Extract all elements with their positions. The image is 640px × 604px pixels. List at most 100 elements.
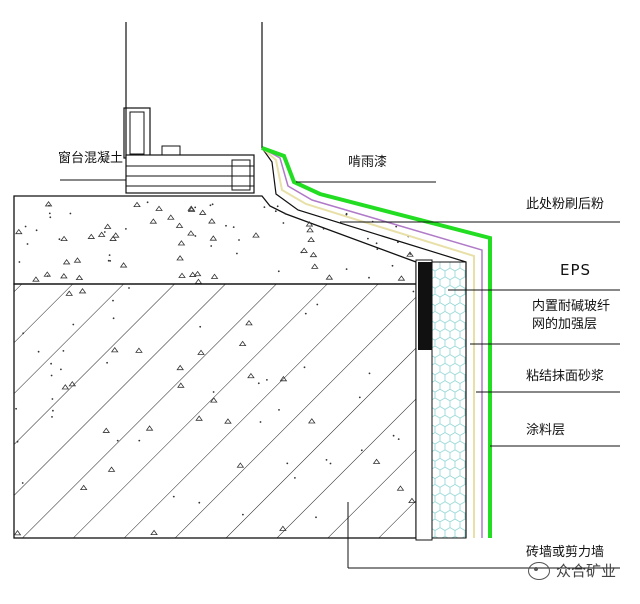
aggregate-mark xyxy=(198,501,201,504)
aggregate-mark xyxy=(412,290,415,293)
aggregate-mark xyxy=(282,222,285,224)
aggregate-mark xyxy=(308,418,316,424)
aggregate-mark xyxy=(102,427,110,433)
aggregate-mark xyxy=(322,227,325,230)
aggregate-mark xyxy=(294,477,296,479)
aggregate-mark xyxy=(60,273,68,279)
aggregate-mark xyxy=(408,497,416,503)
aggregate-mark xyxy=(247,372,255,379)
aggregate-mark xyxy=(372,458,381,464)
aggregate-mark xyxy=(72,323,75,326)
aggregate-mark xyxy=(315,516,317,519)
aggregate-mark xyxy=(279,525,287,531)
aggregate-mark xyxy=(232,226,235,229)
aggregate-mark xyxy=(376,248,379,251)
aggregate-mark xyxy=(396,485,405,491)
aggregate-mark xyxy=(304,312,307,315)
label-wall: 砖墙或剪力墙 xyxy=(526,545,605,560)
aggregate-mark xyxy=(209,235,218,241)
aggregate-mark xyxy=(145,425,154,431)
label-post-plaster: 此处粉刷后粉 xyxy=(526,197,605,212)
aggregate-mark xyxy=(358,396,361,399)
aggregate-mark xyxy=(392,434,395,437)
aggregate-mark xyxy=(224,418,232,424)
aggregate-mark xyxy=(103,223,112,229)
aggregate-mark xyxy=(209,204,212,207)
aggregate-mark xyxy=(138,439,141,442)
aggregate-mark xyxy=(73,257,82,263)
aggregate-mark xyxy=(305,221,314,227)
aggregate-mark xyxy=(303,366,306,369)
aggregate-mark xyxy=(107,466,116,472)
aggregate-mark xyxy=(37,350,40,353)
aggregate-mark xyxy=(116,439,119,442)
aggregate-mark xyxy=(309,251,318,258)
label-bonding-mortar: 粘结抹面砂浆 xyxy=(526,369,605,384)
aggregate-mark xyxy=(360,449,363,452)
aggregate-mark xyxy=(109,260,112,262)
aggregate-mark xyxy=(108,254,111,256)
aggregate-mark xyxy=(279,375,288,382)
aggregate-mark xyxy=(62,350,65,352)
label-mesh-line2: 网的加强层 xyxy=(532,317,598,332)
aggregate-mark xyxy=(406,251,414,257)
aggregate-mark xyxy=(50,362,52,365)
aggregate-mark xyxy=(397,241,399,244)
aggregate-mark xyxy=(345,268,348,270)
aggregate-mark xyxy=(69,212,72,215)
aggregate-mark xyxy=(325,459,328,461)
aggregate-mark xyxy=(284,212,287,215)
sill-slab xyxy=(13,195,417,285)
wechat-icon xyxy=(528,561,550,580)
aggregate-mark xyxy=(325,274,334,280)
aggregate-mark xyxy=(345,213,348,216)
aggregate-mark xyxy=(51,398,54,400)
aggregate-mark xyxy=(46,275,49,277)
aggregate-mark xyxy=(50,374,53,377)
aggregate-mark xyxy=(310,263,319,269)
aggregate-mark xyxy=(149,218,158,224)
aggregate-mark xyxy=(75,274,84,281)
aggregate-mark xyxy=(266,379,268,381)
aggregate-mark xyxy=(238,239,240,241)
aggregate-mark xyxy=(172,495,175,498)
aggregate-mark xyxy=(187,205,196,211)
aggregate-mark xyxy=(119,262,128,268)
aggregate-mark xyxy=(375,242,378,245)
aggregate-mark xyxy=(18,261,21,263)
aggregate-mark xyxy=(26,243,29,245)
aggregate-mark xyxy=(111,232,120,238)
aggregate-mark xyxy=(49,216,52,219)
aggregate-mark xyxy=(306,227,314,233)
aggregate-mark xyxy=(391,264,394,267)
aggregate-mark xyxy=(178,272,186,278)
aggregate-mark xyxy=(79,484,88,491)
aggregate-mark xyxy=(316,303,319,306)
aggregate-mark xyxy=(112,317,115,320)
aggregate-mark xyxy=(48,204,50,207)
aggregate-mark xyxy=(125,228,127,230)
leader-lines xyxy=(60,179,620,569)
aggregate-mark xyxy=(87,233,96,239)
aggregate-mark xyxy=(307,236,315,243)
label-window-sill-concrete: 窗台混凝土 xyxy=(58,151,124,166)
aggregate-mark xyxy=(175,222,184,228)
aggregate-mark xyxy=(211,203,214,206)
aggregate-mark xyxy=(274,210,277,213)
aggregate-mark xyxy=(195,415,203,421)
aggregate-mark xyxy=(397,275,406,281)
aggregate-mark xyxy=(109,235,117,241)
label-eps: EPS xyxy=(560,261,592,279)
aggregate-mark xyxy=(278,409,280,411)
aggregate-mark xyxy=(368,276,370,279)
aggregate-mark xyxy=(193,270,202,277)
aggregate-mark xyxy=(78,288,87,294)
aggregate-mark xyxy=(150,529,158,535)
aggregate-mark xyxy=(106,361,108,364)
aggregate-mark xyxy=(197,349,205,355)
aggregate-mark xyxy=(208,218,216,224)
eps-layer xyxy=(415,259,467,541)
aggregate-mark xyxy=(15,228,23,235)
